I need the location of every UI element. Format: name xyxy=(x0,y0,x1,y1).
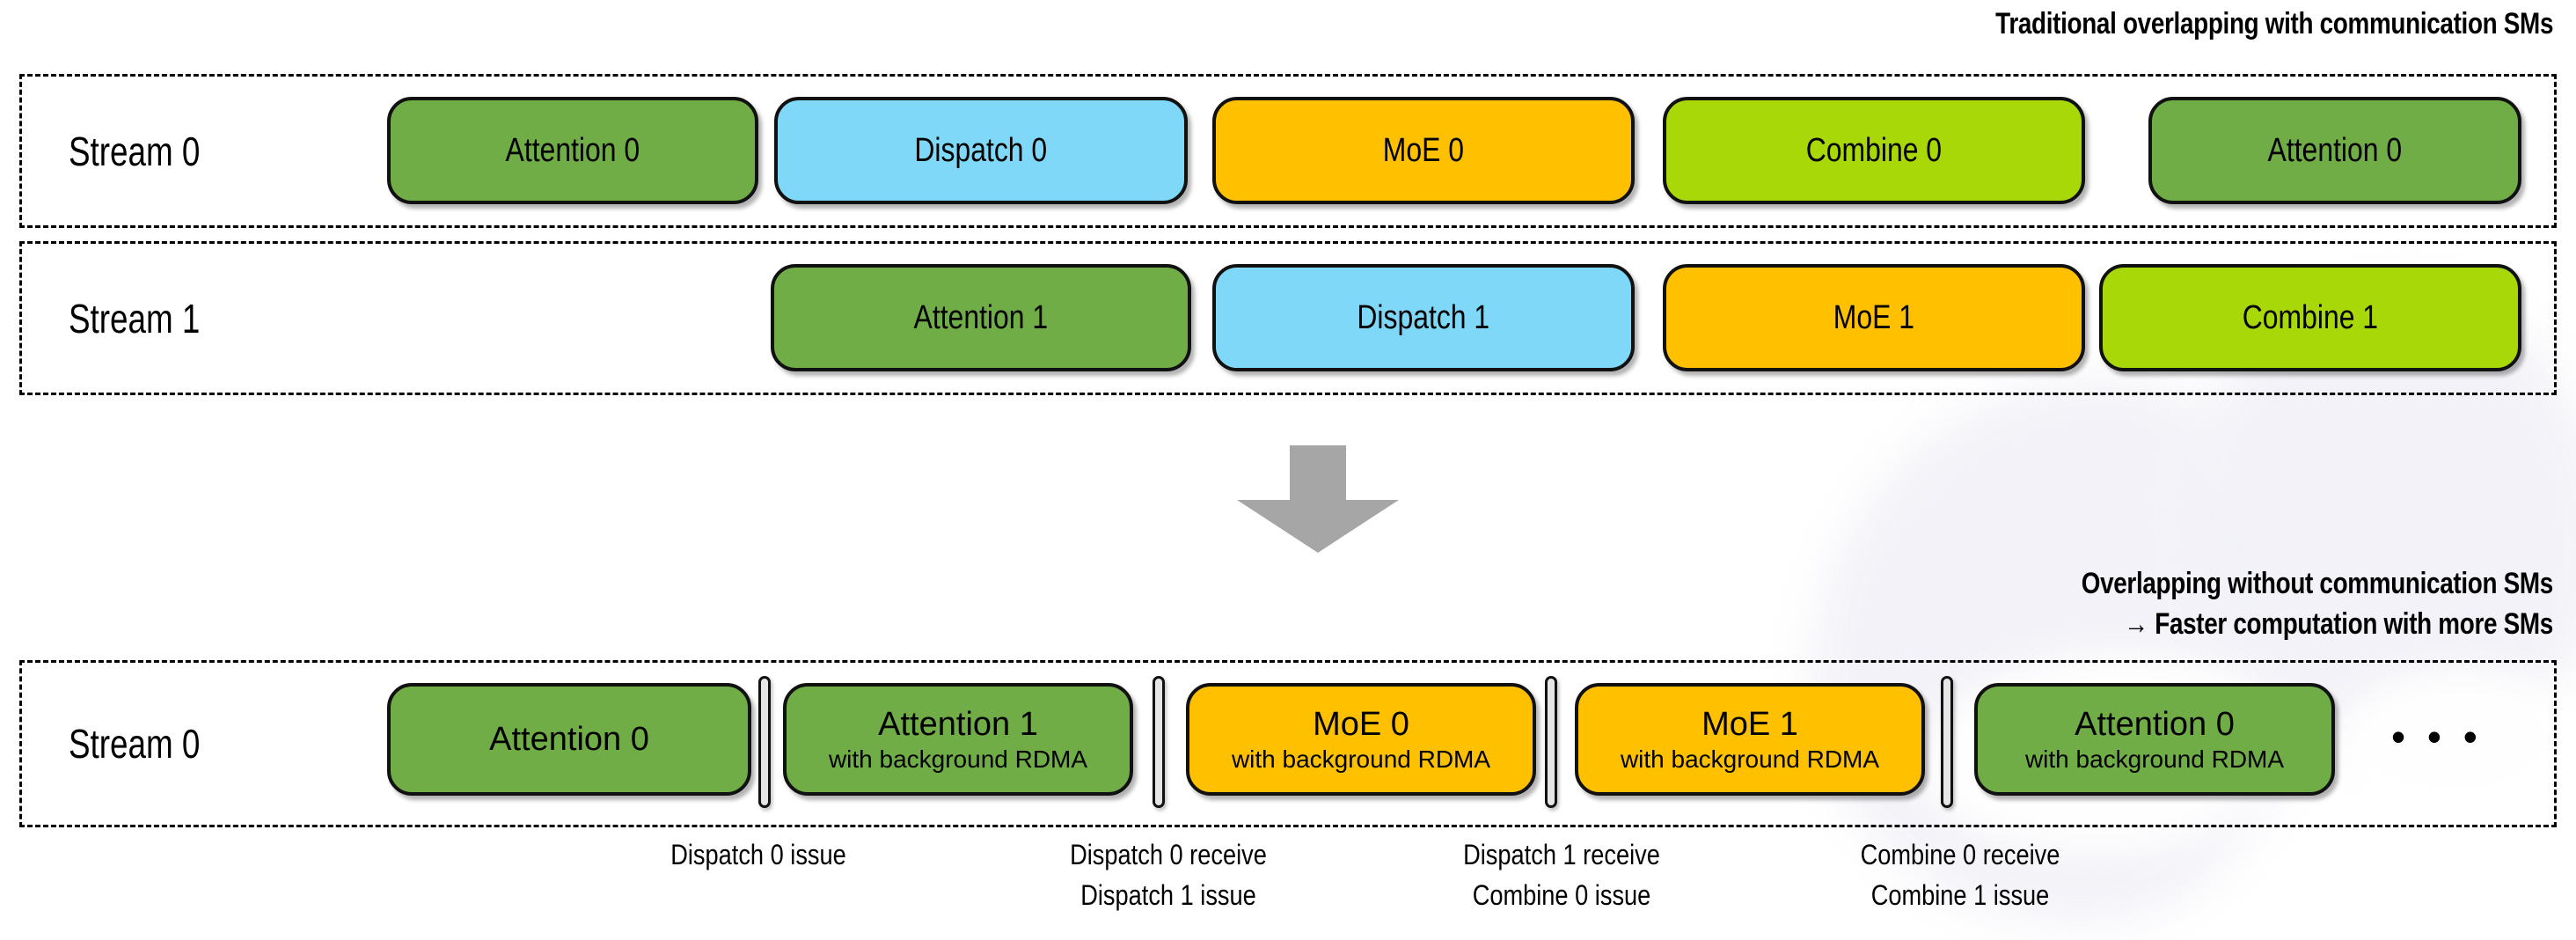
stage-box-attention: Attention 0 xyxy=(387,683,751,796)
annotation-line: Dispatch 0 issue xyxy=(670,839,846,870)
optimized-caption-line-2: → Faster computation with more SMs xyxy=(2124,607,2553,641)
optimized-caption-line-1: Overlapping without communication SMs xyxy=(2081,567,2554,600)
stage-title: Attention 0 xyxy=(2075,706,2235,744)
stage-subtitle: with background RDMA xyxy=(1620,745,1880,773)
stage-title: Attention 0 xyxy=(2267,131,2403,169)
optimized-section-caption: Overlapping without communication SMs → … xyxy=(2081,563,2554,644)
stage-title: Attention 0 xyxy=(505,131,640,169)
annotation-line: Dispatch 1 receive xyxy=(1463,839,1660,870)
stream-0-label-traditional: Stream 0 xyxy=(69,129,201,174)
stage-box-dispatch: Dispatch 0 xyxy=(774,97,1188,204)
stage-title: MoE 0 xyxy=(1382,131,1465,169)
stage-title: MoE 1 xyxy=(1833,298,1915,336)
stage-title: Attention 1 xyxy=(913,298,1049,336)
stage-box-dispatch: Dispatch 1 xyxy=(1212,264,1635,371)
stage-box-attention: Attention 0 xyxy=(387,97,758,204)
stage-title: Combine 0 xyxy=(1805,131,1943,169)
stage-subtitle: with background RDMA xyxy=(2024,745,2285,773)
continuation-ellipsis: • • • xyxy=(2391,714,2483,760)
stream-1-label-traditional: Stream 1 xyxy=(69,296,201,341)
stage-title: MoE 1 xyxy=(1701,706,1798,744)
stage-box-attention: Attention 0 xyxy=(2148,97,2521,204)
sync-separator-bar xyxy=(1941,676,1953,808)
stage-title: Attention 1 xyxy=(878,706,1038,744)
stage-title: MoE 0 xyxy=(1313,706,1409,744)
sync-separator-bar xyxy=(758,676,771,808)
annotation-line: Dispatch 0 receive xyxy=(1070,839,1267,870)
communication-annotation: Dispatch 0 issue xyxy=(534,834,983,875)
stage-box-combine: Combine 1 xyxy=(2099,264,2521,371)
sync-separator-bar xyxy=(1545,676,1557,808)
stage-title: Dispatch 1 xyxy=(1357,298,1490,336)
down-arrow-icon xyxy=(1237,445,1399,553)
stage-title: Combine 1 xyxy=(2242,298,2379,336)
annotation-line: Combine 0 receive xyxy=(1860,839,2060,870)
stream-lane-traditional-1 xyxy=(19,241,2557,395)
sync-separator-bar xyxy=(1153,676,1165,808)
stage-box-moe: MoE 1 xyxy=(1663,264,2085,371)
stage-subtitle: with background RDMA xyxy=(1231,745,1491,773)
stage-subtitle: with background RDMA xyxy=(828,745,1088,773)
annotation-line: Combine 0 issue xyxy=(1472,879,1651,911)
annotation-line: Dispatch 1 issue xyxy=(1080,879,1256,911)
stream-lane-optimized-0 xyxy=(19,660,2557,827)
stage-box-attention: Attention 1 xyxy=(771,264,1191,371)
stream-0-label-optimized: Stream 0 xyxy=(69,721,201,767)
stage-title: Attention 0 xyxy=(489,720,649,758)
annotation-line: Combine 1 issue xyxy=(1870,879,2050,911)
stage-title: Dispatch 0 xyxy=(914,131,1048,169)
traditional-section-caption: Traditional overlapping with communicati… xyxy=(1995,7,2553,40)
stage-box-moe: MoE 0 xyxy=(1212,97,1635,204)
stage-box-combine: Combine 0 xyxy=(1663,97,2085,204)
stream-lane-traditional-0 xyxy=(19,74,2557,228)
